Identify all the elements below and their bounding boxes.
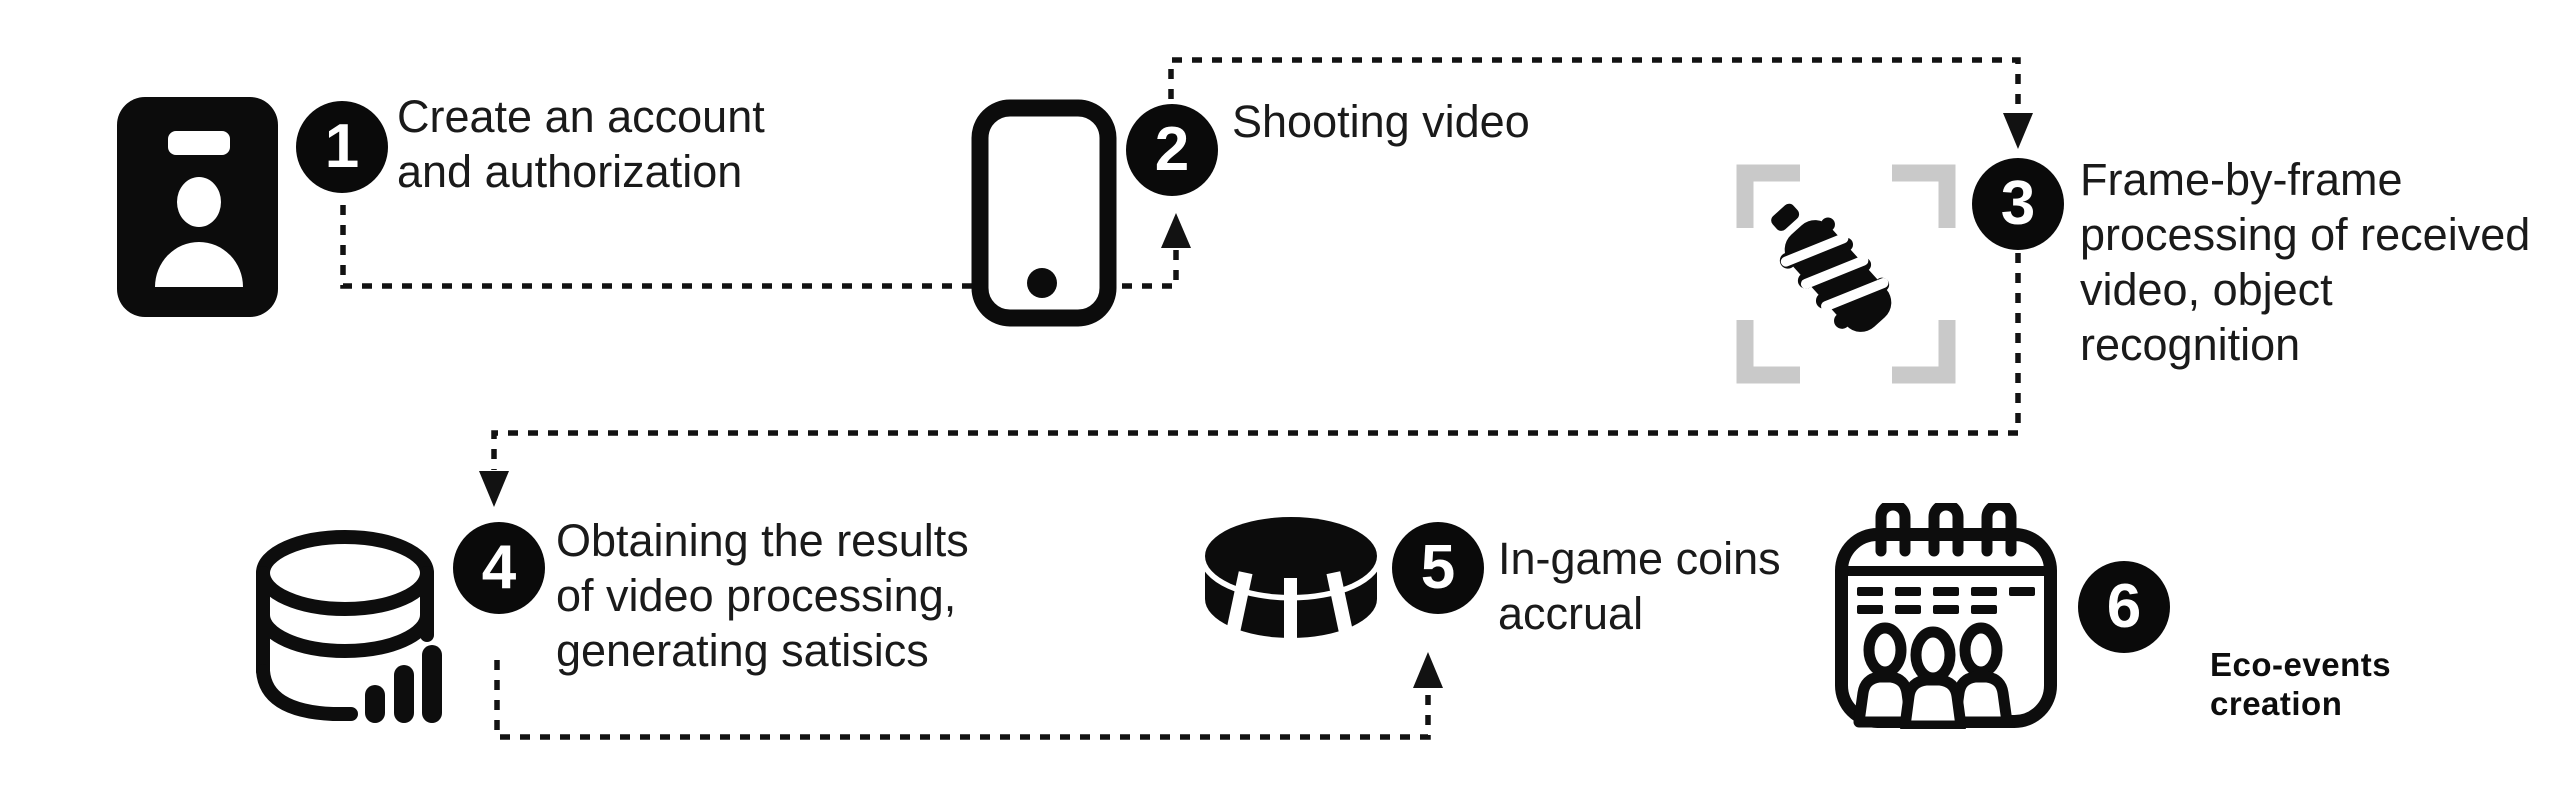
crushed-bottle-icon [1771,203,1892,332]
step-5-label: In-game coins accrual [1498,533,1781,639]
connector-3-4 [491,253,2021,470]
arrowhead-to-step-2 [1161,213,1191,248]
database-statistics-icon [256,530,442,723]
connector-1-2 [340,205,1179,289]
step-3-label: Frame-by-frame processing of received vi… [2080,154,2531,370]
step-4-badge: 4 [453,522,545,614]
connector-2-3 [1168,57,2021,112]
step-5-badge: 5 [1392,522,1484,614]
step-6-label: Eco-events creation [2210,646,2392,722]
coin-icon [1203,514,1381,644]
step-2-badge: 2 [1126,104,1218,196]
step-6-badge: 6 [2078,561,2170,653]
id-card-icon [117,97,278,317]
step-2-label: Shooting video [1232,96,1530,147]
step-4-label: Obtaining the results of video processin… [556,515,969,676]
connector-4-5 [494,660,1431,740]
scan-frame-corners [1736,164,1956,384]
eco-events-calendar-icon [1835,503,2057,729]
calendar-date-dashes [1857,587,2035,614]
step-3-badge: 3 [1972,158,2064,250]
step-1-label: Create an account and authorization [397,91,765,197]
object-recognition-scan-icon [1736,164,1956,384]
coin-edge-notches [1225,571,1354,644]
calendar-binding-rings [1875,503,2017,557]
step-1-badge: 1 [296,101,388,193]
smartphone-icon [971,99,1117,327]
stats-bars [365,645,442,723]
arrowhead-to-step-4 [479,471,509,507]
people-group-icon [1853,622,2013,729]
arrowhead-to-step-5 [1413,652,1443,688]
arrowhead-to-step-3 [2003,113,2033,149]
